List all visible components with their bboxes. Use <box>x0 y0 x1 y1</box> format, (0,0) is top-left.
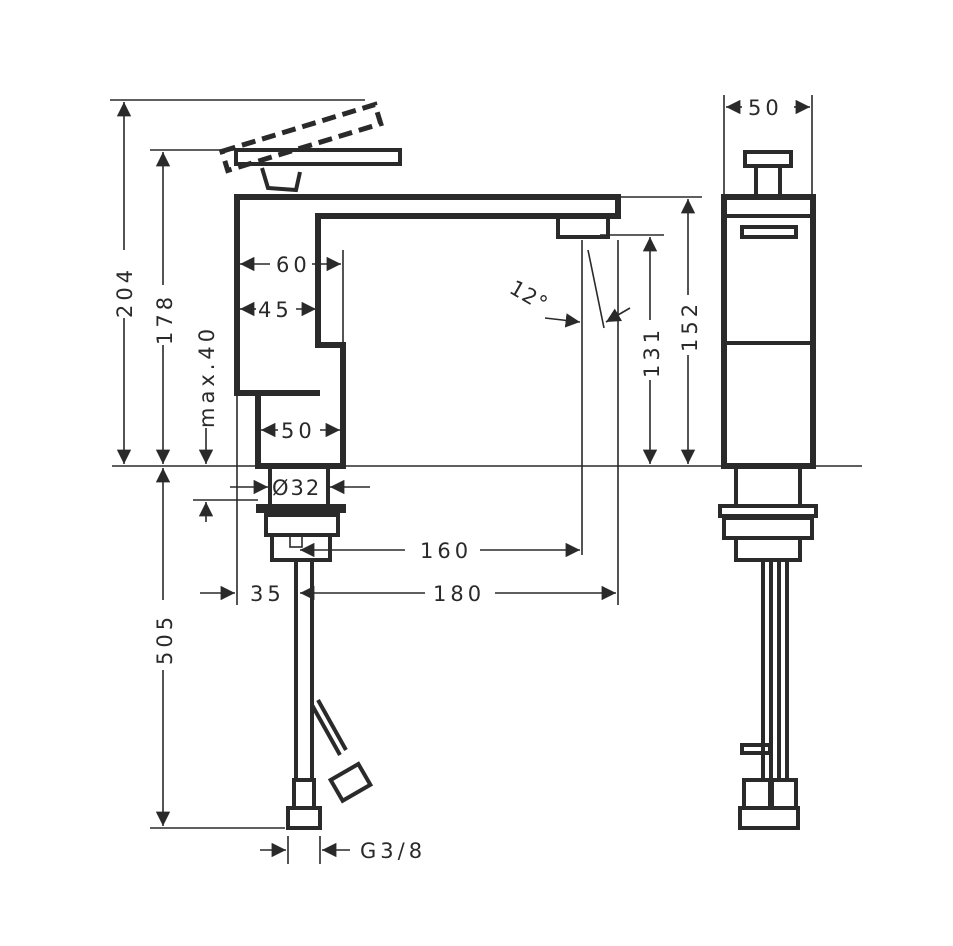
mounting-set <box>256 466 374 830</box>
dim-160: 160 <box>420 539 472 563</box>
dim-12-degree: 12° <box>506 276 553 317</box>
dim-max40: max.40 <box>195 325 219 428</box>
dim-152: 152 <box>678 300 702 352</box>
dim-50-side: 50 <box>748 96 783 120</box>
dim-g3-8: G3/8 <box>360 839 426 863</box>
dim-60: 60 <box>276 253 311 277</box>
aerator <box>556 215 610 239</box>
dim-35: 35 <box>250 582 285 606</box>
lever <box>218 101 402 193</box>
dim-131: 131 <box>640 326 664 378</box>
dim-178: 178 <box>153 293 177 345</box>
dim-diameter-32: Ø32 <box>272 476 321 500</box>
dim-180: 180 <box>433 582 485 606</box>
dim-505: 505 <box>153 613 177 665</box>
dim-45: 45 <box>258 298 293 322</box>
dim-204: 204 <box>113 266 137 318</box>
dim-50-base: 50 <box>281 419 316 443</box>
side-view: 50 <box>718 95 818 830</box>
